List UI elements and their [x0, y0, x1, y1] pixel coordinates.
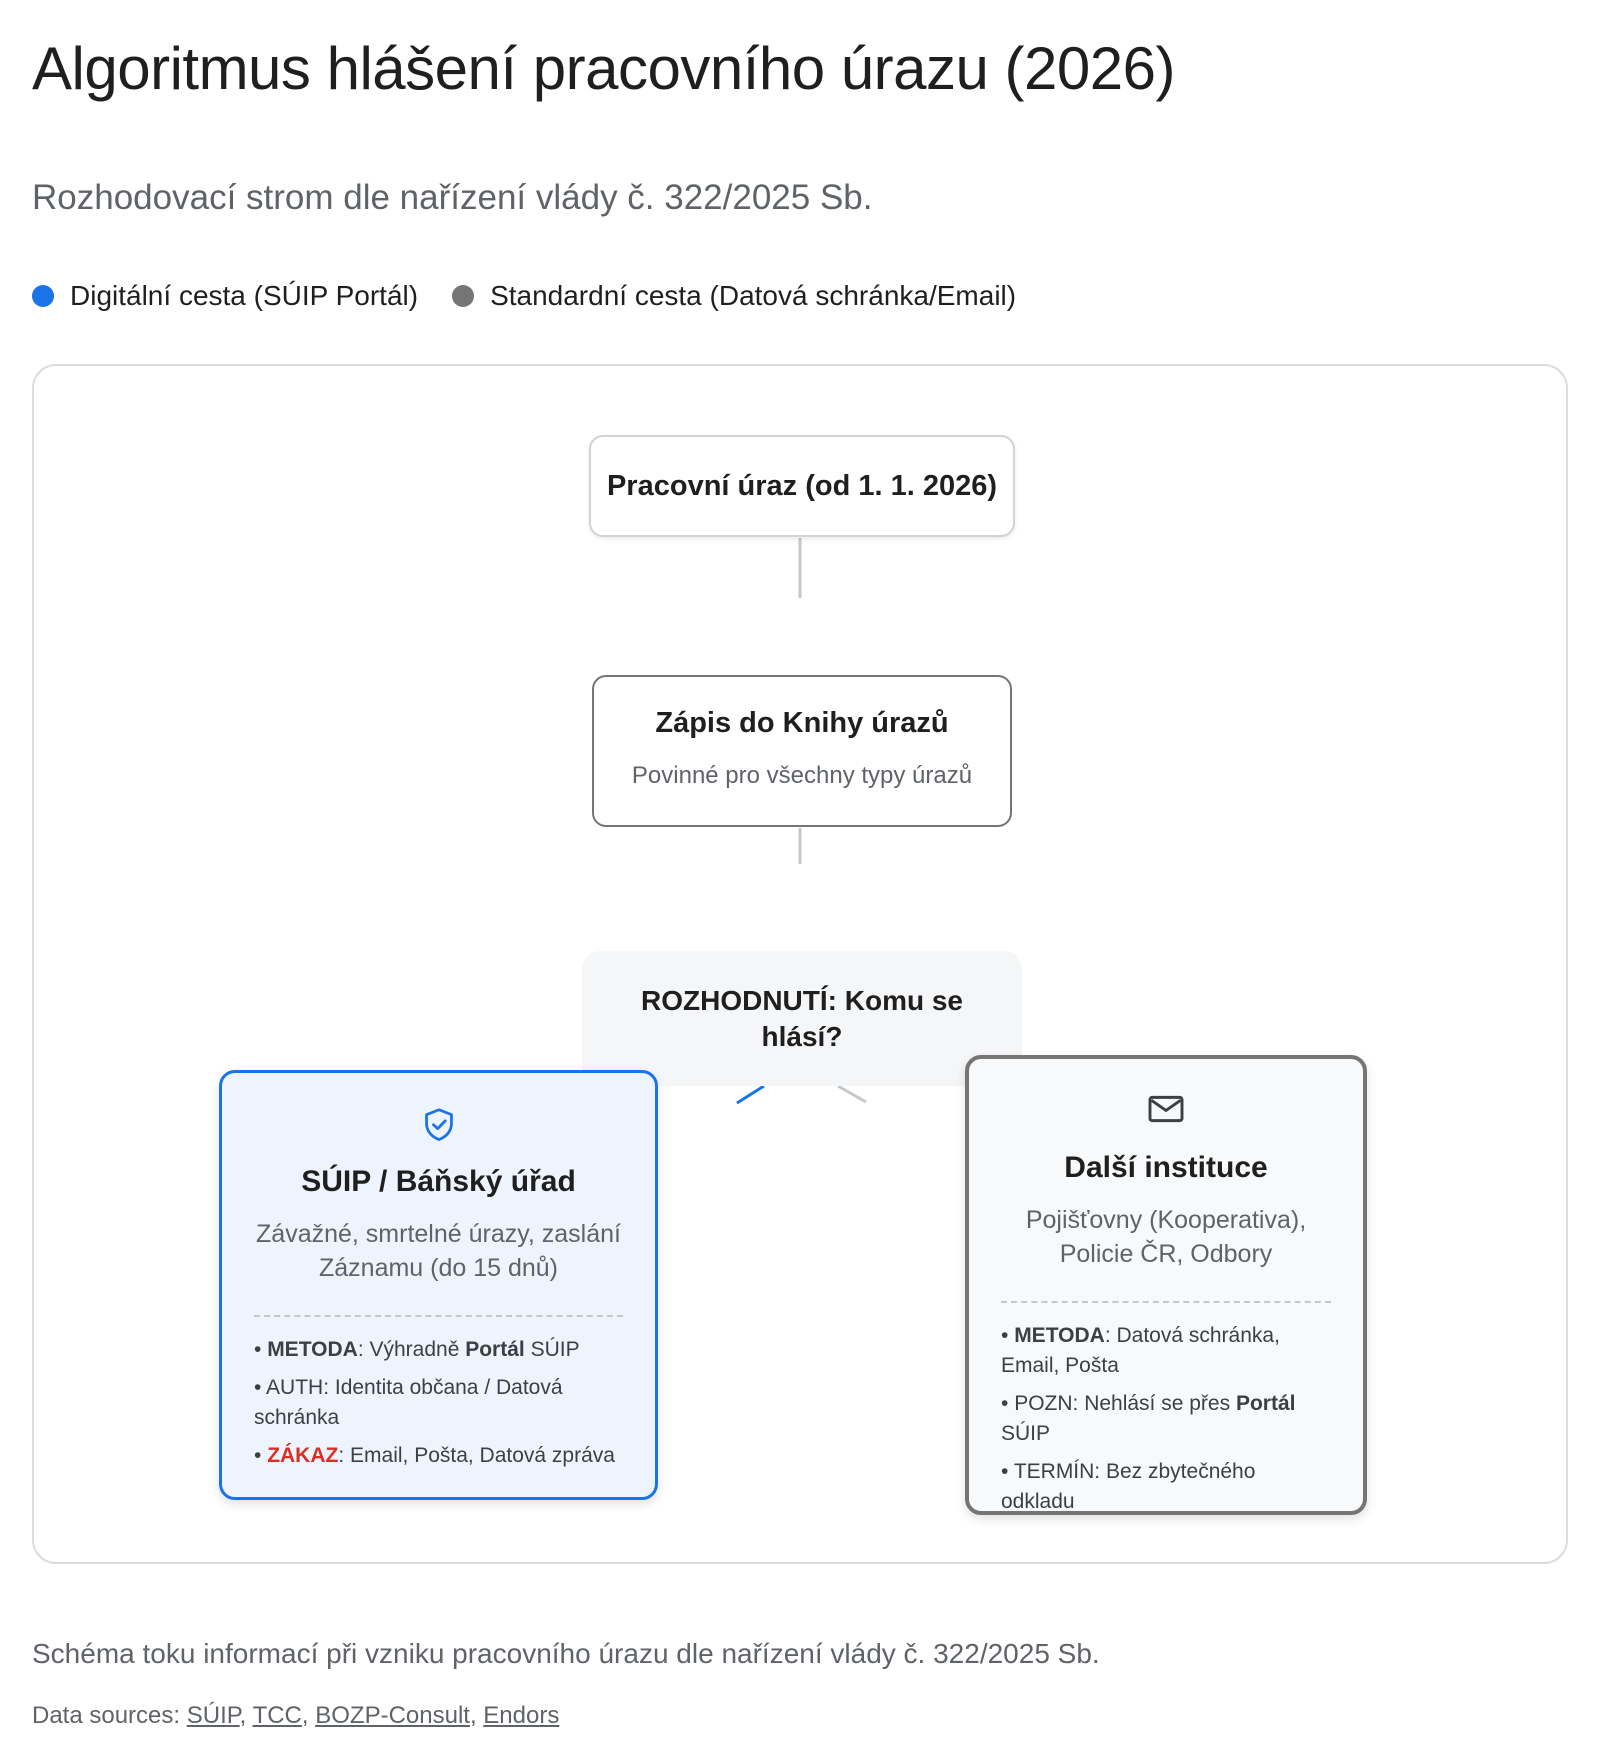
- page-title: Algoritmus hlášení pracovního úrazu (202…: [32, 35, 1175, 102]
- legend-dot-standard: [452, 285, 475, 307]
- data-sources-label: Data sources:: [32, 1702, 187, 1729]
- shield-check-icon: [424, 1108, 453, 1141]
- data-sources: Data sources: SÚIP, TCC, BOZP-Consult, E…: [32, 1702, 559, 1730]
- card-suip-icon-wrap: [254, 1107, 623, 1143]
- node-book-title: Zápis do Knihy úrazů: [655, 707, 949, 739]
- card-other-note-bold: Portál: [1235, 1392, 1296, 1415]
- card-other-note-pre: POZN: Nehlásí se přes: [1014, 1392, 1236, 1415]
- card-suip-divider: [254, 1315, 623, 1317]
- legend-label-standard: Standardní cesta (Datová schránka/Email): [490, 280, 1017, 311]
- legend-dot-digital: [32, 285, 54, 307]
- card-other-divider: [1001, 1301, 1331, 1303]
- source-link-suip[interactable]: SÚIP: [186, 1702, 240, 1729]
- card-suip-desc: Závažné, smrtelné úrazy, zaslání Záznamu…: [256, 1220, 621, 1282]
- card-other-icon-wrap: [1001, 1093, 1331, 1129]
- card-other: Další instituce Pojišťovny (Kooperativa)…: [965, 1055, 1367, 1515]
- source-link-bozp-consult[interactable]: BOZP-Consult: [315, 1702, 470, 1729]
- card-suip-method-bold: Portál: [465, 1338, 525, 1361]
- source-link-tcc[interactable]: TCC: [252, 1702, 302, 1729]
- source-link-endors[interactable]: Endors: [483, 1702, 560, 1729]
- card-other-note-post: SÚIP: [1001, 1422, 1051, 1445]
- card-suip-auth: • AUTH: Identita občana / Datová schránk…: [254, 1376, 563, 1429]
- card-other-note: • POZN: Nehlásí se přes Portál SÚIP: [1001, 1392, 1296, 1445]
- node-start-title: Pracovní úraz (od 1. 1. 2026): [606, 469, 998, 502]
- node-book-desc: Povinné pro všechny typy úrazů: [631, 762, 973, 789]
- card-suip-list: • METODA: Výhradně Portál SÚIP • AUTH: I…: [254, 1335, 623, 1471]
- card-other-method: • METODA: Datová schránka, Email, Pošta: [1001, 1324, 1280, 1377]
- card-suip-auth-text: AUTH: Identita občana / Datová schránka: [254, 1376, 563, 1429]
- card-other-deadline-text: TERMÍN: Bez zbytečného odkladu: [1001, 1460, 1256, 1513]
- card-other-list: • METODA: Datová schránka, Email, Pošta …: [1001, 1321, 1331, 1517]
- legend-item-standard: Standardní cesta (Datová schránka/Email): [452, 280, 1016, 312]
- source-separator: ,: [239, 1702, 253, 1729]
- legend-label-digital: Digitální cesta (SÚIP Portál): [70, 280, 419, 311]
- card-other-desc: Pojišťovny (Kooperativa), Policie ČR, Od…: [1025, 1206, 1307, 1268]
- card-other-title: Další instituce: [1064, 1151, 1268, 1184]
- card-other-method-rest: : Datová schránka, Email, Pošta: [1001, 1324, 1280, 1377]
- mail-icon: [1148, 1095, 1184, 1123]
- node-start: Pracovní úraz (od 1. 1. 2026): [589, 435, 1015, 537]
- source-separator: ,: [301, 1702, 316, 1729]
- card-suip-method-key: METODA: [267, 1338, 358, 1361]
- card-other-deadline: • TERMÍN: Bez zbytečného odkladu: [1001, 1460, 1256, 1513]
- card-suip-method: • METODA: Výhradně Portál SÚIP: [254, 1338, 580, 1361]
- node-decision: ROZHODNUTÍ: Komu se hlásí?: [582, 951, 1022, 1086]
- legend: Digitální cesta (SÚIP Portál) Standardní…: [32, 280, 1016, 312]
- source-separator: ,: [469, 1702, 484, 1729]
- page-subtitle: Rozhodovací strom dle nařízení vlády č. …: [32, 178, 873, 217]
- card-suip: SÚIP / Báňský úřad Závažné, smrtelné úra…: [219, 1070, 658, 1500]
- card-suip-method-pre: : Výhradně: [357, 1338, 466, 1361]
- node-decision-title: ROZHODNUTÍ: Komu se hlásí?: [641, 984, 963, 1052]
- card-suip-method-post: SÚIP: [524, 1338, 580, 1361]
- card-suip-forbid: • ZÁKAZ: Email, Pošta, Datová zpráva: [254, 1444, 615, 1467]
- legend-item-digital: Digitální cesta (SÚIP Portál): [32, 280, 418, 312]
- node-book: Zápis do Knihy úrazů Povinné pro všechny…: [592, 675, 1012, 827]
- diagram-caption: Schéma toku informací při vzniku pracovn…: [32, 1638, 1100, 1669]
- card-suip-title: SÚIP / Báňský úřad: [301, 1165, 576, 1198]
- card-suip-forbid-rest: : Email, Pošta, Datová zpráva: [338, 1444, 615, 1467]
- card-suip-forbid-key: ZÁKAZ: [267, 1444, 339, 1467]
- card-other-method-key: METODA: [1014, 1324, 1105, 1347]
